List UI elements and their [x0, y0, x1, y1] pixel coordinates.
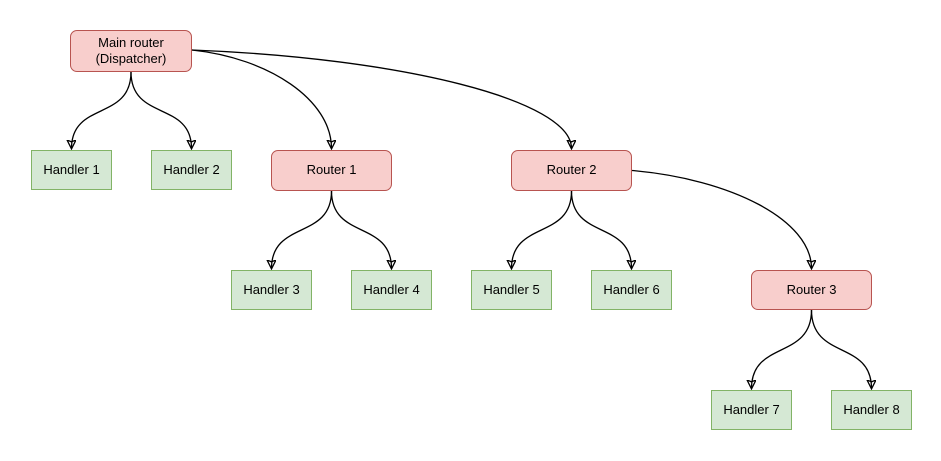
edge-router-1-to-handler-4: [330, 190, 392, 269]
edge-main-router-to-handler-1: [72, 71, 132, 149]
edge-main-router-to-router-1: [191, 49, 332, 149]
node-handler-7: Handler 7: [711, 390, 792, 430]
node-handler-6: Handler 6: [591, 270, 672, 310]
node-router-2: Router 2: [511, 150, 632, 191]
node-handler-5: Handler 5: [471, 270, 552, 310]
edge-router-3-to-handler-8: [810, 309, 872, 389]
edge-main-router-to-handler-2: [130, 71, 192, 149]
edge-router-3-to-handler-7: [752, 309, 813, 389]
node-router-3: Router 3: [751, 270, 872, 310]
edge-main-router-to-router-2: [191, 49, 572, 149]
edge-router-2-to-handler-5: [512, 190, 573, 269]
node-main-router: Main router (Dispatcher): [70, 30, 192, 72]
node-handler-4: Handler 4: [351, 270, 432, 310]
edge-router-2-to-handler-6: [570, 190, 632, 269]
node-handler-1: Handler 1: [31, 150, 112, 190]
node-router-1: Router 1: [271, 150, 392, 191]
node-handler-2: Handler 2: [151, 150, 232, 190]
node-handler-8: Handler 8: [831, 390, 912, 430]
edge-router-2-to-router-3: [631, 169, 812, 269]
edge-router-1-to-handler-3: [272, 190, 333, 269]
node-handler-3: Handler 3: [231, 270, 312, 310]
